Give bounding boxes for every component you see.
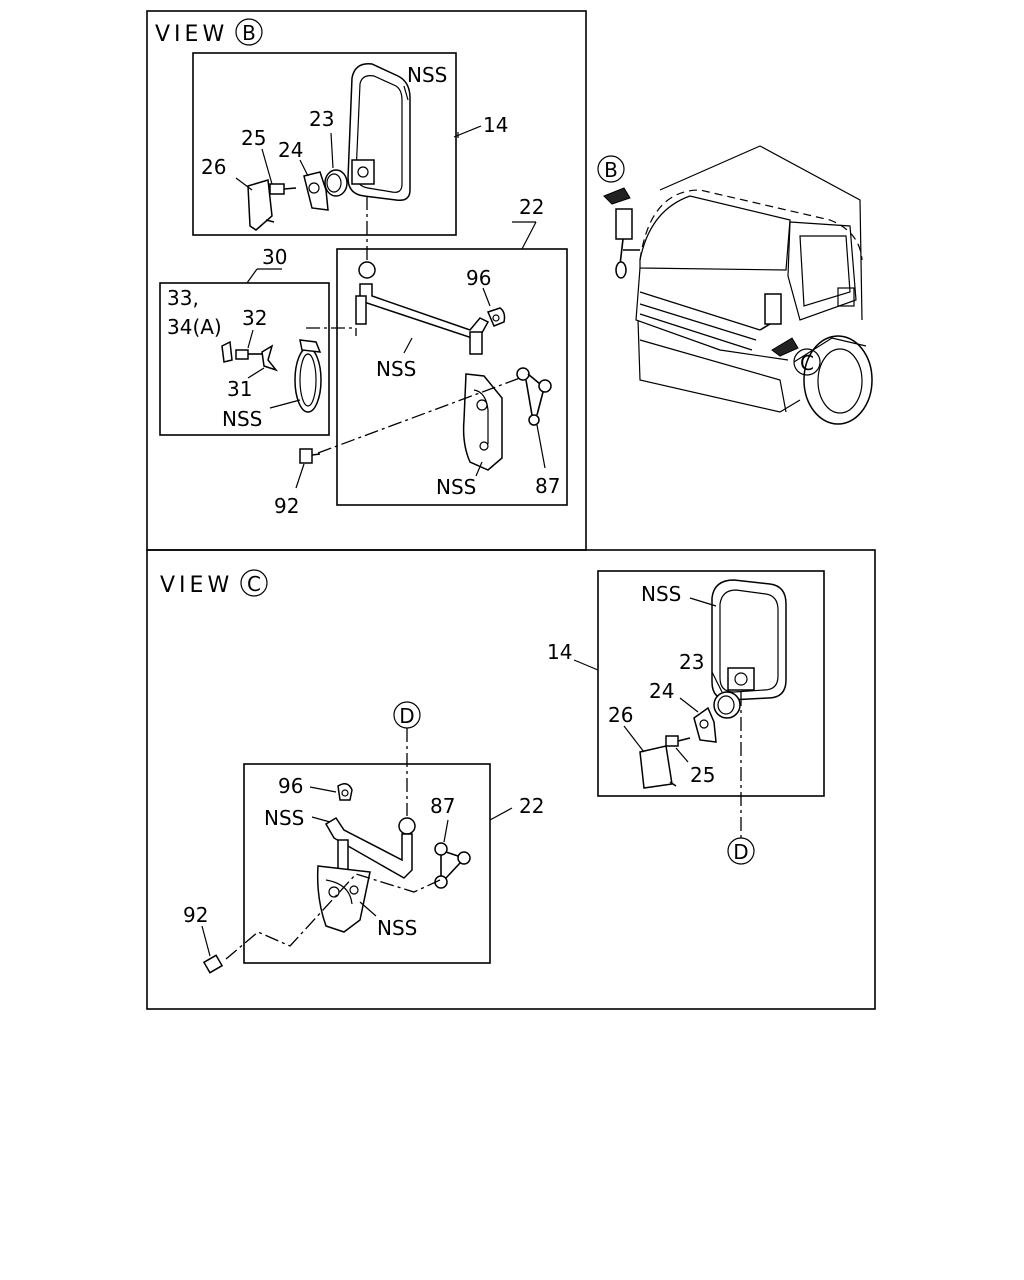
label-23-b: 23 — [309, 107, 334, 131]
marker-d-stay: D — [399, 704, 414, 728]
label-nss-mirror-c: NSS — [641, 582, 681, 606]
marker-b-cab: B — [604, 158, 618, 182]
kit-box-b — [159, 282, 330, 436]
label-nss-mirror-b: NSS — [407, 63, 447, 87]
label-26-b: 26 — [201, 155, 226, 179]
part-23-b — [324, 169, 348, 197]
label-nss-bracket-b: NSS — [436, 475, 476, 499]
part-26-c — [639, 745, 677, 789]
view-b-title: VIEW — [155, 22, 228, 47]
label-23-c: 23 — [679, 650, 704, 674]
label-nss-stay-b: NSS — [376, 357, 416, 381]
label-32-b: 32 — [242, 306, 267, 330]
label-92-c: 92 — [183, 903, 208, 927]
arrow-b-indicator: B — [597, 155, 631, 205]
view-c-title: VIEW — [160, 573, 233, 598]
arrow-c-indicator: C — [771, 337, 821, 376]
bolt-92-b — [299, 448, 321, 464]
bolt-92-c — [202, 954, 224, 974]
mirror-assembly-box-b — [192, 52, 457, 236]
label-25-c: 25 — [690, 763, 715, 787]
part-24-c — [693, 706, 717, 743]
view-b-heading: VIEW B — [155, 18, 263, 47]
label-96-b: 96 — [466, 266, 491, 290]
bracket-b — [462, 373, 503, 471]
part-23-c — [713, 691, 741, 719]
part-25-c — [665, 735, 691, 747]
label-nss-bracket-c: NSS — [377, 916, 417, 940]
part-87-b — [516, 367, 552, 426]
bracket-c — [316, 865, 371, 933]
label-14-c: 14 — [547, 640, 572, 664]
mirror-head-b — [347, 63, 411, 202]
view-b-marker: B — [242, 21, 256, 45]
marker-d-mirror: D — [733, 840, 748, 864]
part-25-b — [269, 183, 297, 195]
kit-parts-b — [221, 339, 322, 413]
label-25-b: 25 — [241, 126, 266, 150]
part-96-b — [486, 307, 506, 327]
label-22-c: 22 — [519, 794, 544, 818]
label-96-c: 96 — [278, 774, 303, 798]
view-c-marker: C — [247, 572, 261, 596]
marker-c-cab: C — [800, 351, 814, 375]
label-92-b: 92 — [274, 494, 299, 518]
stay-assembly-box-b — [336, 248, 568, 506]
view-c-frame — [146, 549, 876, 1010]
label-24-c: 24 — [649, 679, 674, 703]
label-30-b: 30 — [262, 245, 287, 269]
label-24-b: 24 — [278, 138, 303, 162]
label-26-c: 26 — [608, 703, 633, 727]
truck-cab-illustration — [615, 145, 873, 425]
stay-arm-c — [324, 816, 416, 879]
label-34a-b: 34(A) — [167, 315, 222, 339]
view-c-heading: VIEW C — [160, 569, 268, 598]
label-87-c: 87 — [430, 794, 455, 818]
label-87-b: 87 — [535, 474, 560, 498]
stay-assembly-box-c — [243, 763, 491, 964]
mirror-head-c — [711, 579, 787, 701]
part-26-b — [247, 179, 275, 231]
label-nss-stay-c: NSS — [264, 806, 304, 830]
part-87-c — [434, 842, 471, 889]
label-22-b: 22 — [519, 195, 544, 219]
mirror-assembly-box-c — [597, 570, 825, 797]
label-nss-kit-b: NSS — [222, 407, 262, 431]
part-24-b — [303, 171, 329, 211]
part-96-c — [337, 783, 353, 801]
label-31-b: 31 — [227, 377, 252, 401]
stay-arm-b — [355, 261, 490, 355]
label-14-b: 14 — [483, 113, 508, 137]
label-33-b: 33, — [167, 286, 199, 310]
